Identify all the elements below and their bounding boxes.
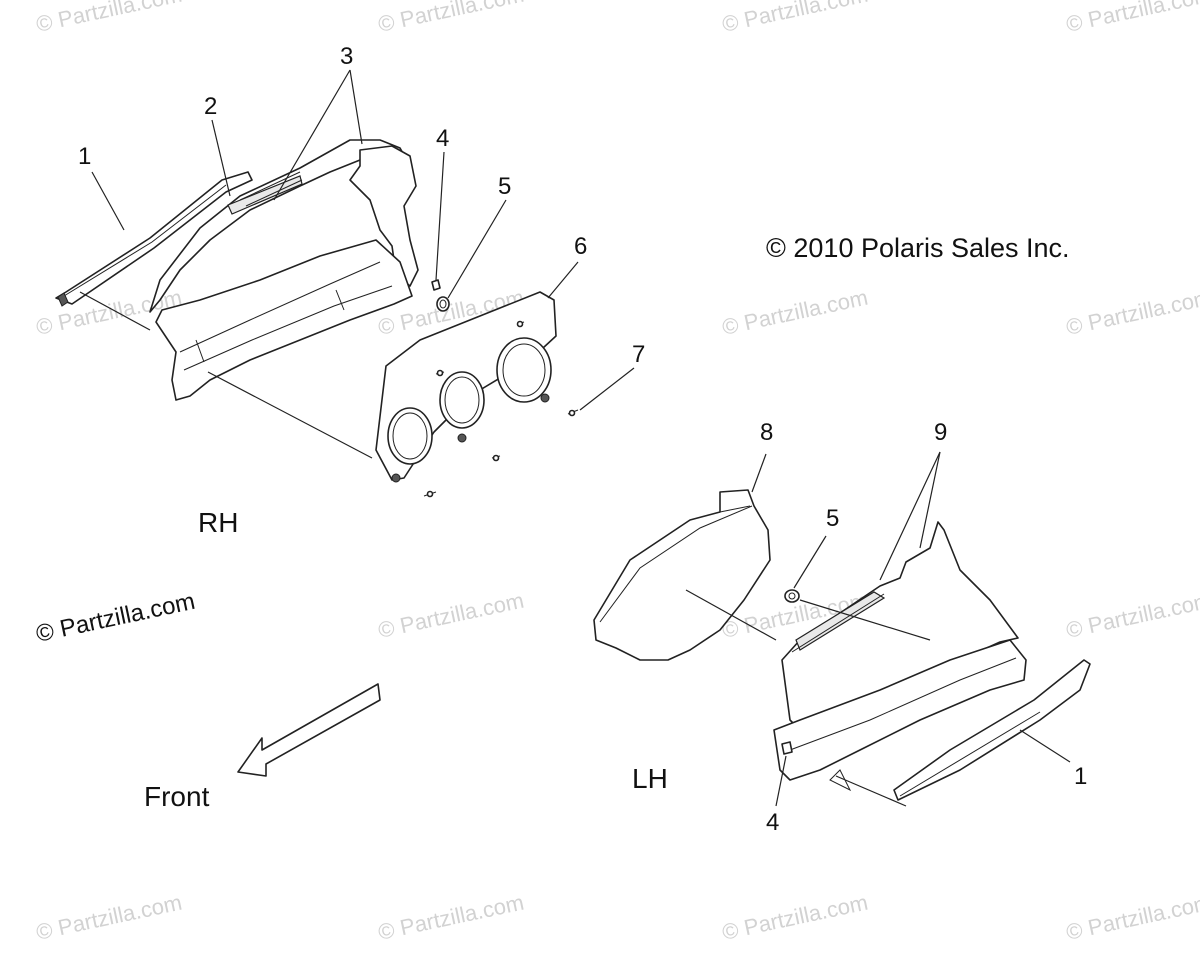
rh-gauge-screws xyxy=(423,320,579,498)
lh-trim-strip xyxy=(893,659,1091,801)
rh-grommet xyxy=(436,296,450,312)
rh-screw xyxy=(431,279,441,291)
callout-5-lh: 5 xyxy=(826,505,839,532)
front-arrow: Front xyxy=(144,683,381,812)
callout-1-lh: 1 xyxy=(1074,763,1087,790)
prominent-watermark: © Partzilla.com xyxy=(34,588,198,648)
callout-6-rh: 6 xyxy=(574,233,587,260)
lh-screw xyxy=(781,741,793,755)
lh-label: LH xyxy=(632,763,668,794)
callout-7-rh: 7 xyxy=(632,341,645,368)
rh-trim-strip xyxy=(55,171,253,307)
rh-label: RH xyxy=(198,507,238,538)
rh-lower-tray xyxy=(155,239,413,401)
callout-2-rh: 2 xyxy=(204,93,217,120)
callout-8-lh: 8 xyxy=(760,419,773,446)
watermark: © Partzilla.com xyxy=(1064,0,1200,37)
watermark: © Partzilla.com xyxy=(34,0,184,37)
lh-grommet xyxy=(784,589,800,603)
callout-4-rh: 4 xyxy=(436,125,449,152)
rh-leader-lines xyxy=(79,69,635,459)
watermark: © Partzilla.com xyxy=(376,890,526,945)
watermark: © Partzilla.com xyxy=(720,890,870,945)
callout-3-rh: 3 xyxy=(340,43,353,70)
front-label: Front xyxy=(144,781,210,812)
rh-upper-housing xyxy=(149,139,419,313)
lh-assembly: 8 9 5 1 4 LH xyxy=(593,419,1091,836)
copyright-notice: © 2010 Polaris Sales Inc. xyxy=(766,233,1070,263)
lh-lower-tray xyxy=(773,639,1027,792)
lh-leader-lines xyxy=(685,451,1071,807)
watermark: © Partzilla.com xyxy=(376,588,526,643)
watermark: © Partzilla.com xyxy=(34,890,184,945)
watermark: © Partzilla.com xyxy=(1064,588,1200,643)
rh-gauge-plate xyxy=(375,291,557,483)
callout-1-rh: 1 xyxy=(78,143,91,170)
callout-5-rh: 5 xyxy=(498,173,511,200)
watermark: © Partzilla.com xyxy=(1064,890,1200,945)
callout-9-lh: 9 xyxy=(934,419,947,446)
watermark: © Partzilla.com xyxy=(1064,285,1200,340)
watermark: © Partzilla.com xyxy=(720,0,870,37)
rh-assembly: 1 2 3 4 5 6 7 RH xyxy=(55,43,645,538)
lh-cover xyxy=(593,489,771,661)
callout-4-lh: 4 xyxy=(766,809,779,836)
watermark: © Partzilla.com xyxy=(720,285,870,340)
watermark: © Partzilla.com xyxy=(376,0,526,37)
